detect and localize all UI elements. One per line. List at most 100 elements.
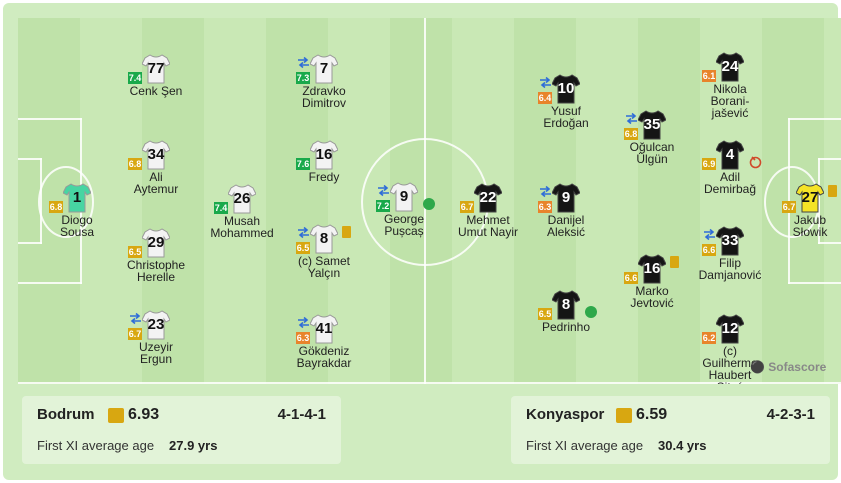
substitution-icon xyxy=(378,184,389,197)
shirt-icon: 22 xyxy=(474,183,502,213)
player-rating: 7.3 xyxy=(296,72,310,84)
shirt-icon: 77 xyxy=(142,54,170,84)
player-rating: 6.3 xyxy=(538,201,552,213)
left-six-top xyxy=(18,158,42,160)
own-goal-icon xyxy=(749,156,762,169)
substitution-icon xyxy=(540,185,551,198)
player-name: Adil Demirbağ xyxy=(703,170,757,196)
home-age-value: 27.9 yrs xyxy=(169,438,218,453)
shirt-number: 24 xyxy=(721,58,739,75)
player-rating: 6.8 xyxy=(49,201,63,213)
left-penalty-arc xyxy=(38,166,94,238)
shirt-icon: 10 xyxy=(552,74,580,104)
shirt-icon: 35 xyxy=(638,110,666,140)
pitch-stripe xyxy=(824,18,841,384)
yellow-card-icon xyxy=(828,185,837,197)
right-box-top xyxy=(788,118,841,120)
player-name: Gökdeniz Bayrakdar xyxy=(296,344,352,370)
player-rating: 6.3 xyxy=(296,332,310,344)
shirt-number: 16 xyxy=(643,260,661,277)
shirt-icon: 33 xyxy=(716,226,744,256)
shirt-icon: 1 xyxy=(63,183,91,213)
shirt-icon: 29 xyxy=(142,228,170,258)
player-name: Filip Damjanović xyxy=(698,256,762,282)
shirt-number: 34 xyxy=(147,146,165,163)
shirt-number: 23 xyxy=(147,316,165,333)
goal-icon xyxy=(423,198,435,210)
left-six-bottom xyxy=(18,242,42,244)
away-formation: 4-2-3-1 xyxy=(766,406,815,423)
shirt-number: 33 xyxy=(721,232,739,249)
sofascore-logo: ⚫ Sofascore xyxy=(750,360,827,374)
player-rating: 6.2 xyxy=(702,332,716,344)
shirt-number: 12 xyxy=(721,320,739,337)
substitution-icon xyxy=(298,316,309,329)
away-age-value: 30.4 yrs xyxy=(658,438,707,453)
shirt-icon: 4 xyxy=(716,140,744,170)
shirt-number: 4 xyxy=(725,146,735,163)
home-formation: 4-1-4-1 xyxy=(277,406,326,423)
player-name: Cenk Şen xyxy=(129,84,183,98)
player-name: Marko Jevtović xyxy=(630,284,674,310)
player-name: Ali Aytemur xyxy=(133,170,179,196)
player-rating: 6.8 xyxy=(128,158,142,170)
player-rating: 6.7 xyxy=(460,201,474,213)
player-rating: 6.5 xyxy=(128,246,142,258)
shirt-icon: 23 xyxy=(142,310,170,340)
player-rating: 7.6 xyxy=(296,158,310,170)
home-team-rating: 6.93 xyxy=(128,406,160,423)
player-name: (c) Samet Yalçın xyxy=(297,254,350,280)
away-team-name[interactable]: Konyaspor xyxy=(526,406,605,423)
substitution-icon xyxy=(704,228,715,241)
home-rating-icon xyxy=(108,408,124,423)
brand-name: Sofascore xyxy=(768,360,827,374)
shirt-number: 10 xyxy=(557,80,575,97)
shirt-number: 16 xyxy=(315,146,333,163)
shirt-icon: 41 xyxy=(310,314,338,344)
player-rating: 6.5 xyxy=(296,242,310,254)
shirt-icon: 24 xyxy=(716,52,744,82)
player-rating: 7.4 xyxy=(214,202,228,214)
shirt-number: 41 xyxy=(315,320,333,337)
shirt-number: 26 xyxy=(233,190,251,207)
player-rating: 6.8 xyxy=(624,128,638,140)
yellow-card-icon xyxy=(670,256,679,268)
player-name: Zdravko Dimitrov xyxy=(302,84,346,110)
player-rating: 7.2 xyxy=(376,200,390,212)
substitution-icon xyxy=(540,76,551,89)
shirt-number: 9 xyxy=(561,189,571,206)
player-name: Jakub Słowik xyxy=(792,213,828,239)
home-team-name[interactable]: Bodrum xyxy=(37,406,95,423)
shirt-icon: 26 xyxy=(228,184,256,214)
shirt-number: 7 xyxy=(319,60,329,77)
right-six-top xyxy=(818,158,841,160)
shirt-icon: 9 xyxy=(552,183,580,213)
player-rating: 7.4 xyxy=(128,72,142,84)
away-rating-icon xyxy=(616,408,632,423)
shirt-icon: 12 xyxy=(716,314,744,344)
player-name: Fredy xyxy=(308,170,340,184)
shirt-icon: 16 xyxy=(310,140,338,170)
shirt-number: 77 xyxy=(147,60,165,77)
goal-icon xyxy=(585,306,597,318)
player-name: Mehmet Umut Nayir xyxy=(457,213,518,239)
player-rating: 6.6 xyxy=(702,244,716,256)
player-rating: 6.4 xyxy=(538,92,552,104)
shirt-icon: 27 xyxy=(796,183,824,213)
player-name: Pedrinho xyxy=(541,320,591,334)
player-rating: 6.5 xyxy=(538,308,552,320)
left-box-bottom xyxy=(18,282,82,284)
player-rating: 6.7 xyxy=(782,201,796,213)
player-name: Diogo Sousa xyxy=(59,213,95,239)
shirt-number: 27 xyxy=(801,189,819,206)
left-six-side xyxy=(40,158,42,244)
player-name: Musah Mohammed xyxy=(210,214,274,240)
away-team-panel: Konyaspor 6.59 4-2-3-1 First XI average … xyxy=(511,396,830,464)
right-six-side xyxy=(818,158,820,244)
home-team-panel: Bodrum 6.93 4-1-4-1 First XI average age… xyxy=(22,396,341,464)
shirt-number: 22 xyxy=(479,189,497,206)
shirt-number: 8 xyxy=(319,230,329,247)
player-name: Yusuf Erdoğan xyxy=(543,104,589,130)
pitch-stripe xyxy=(576,18,638,384)
